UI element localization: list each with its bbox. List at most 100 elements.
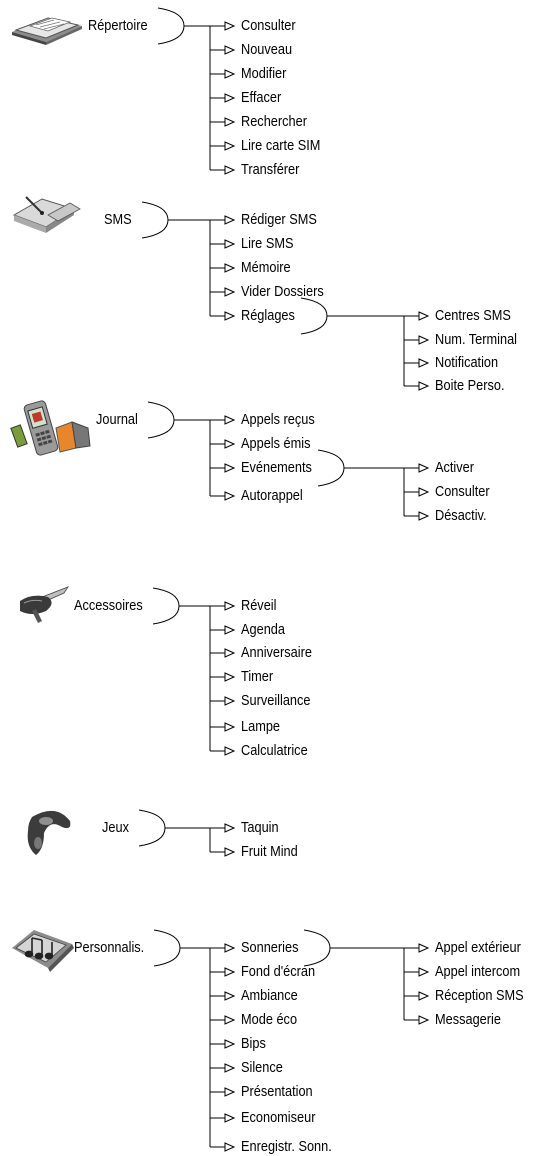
mobile-phone-icon	[10, 400, 91, 456]
menu-item: Calculatrice	[241, 743, 308, 759]
menu-item: Réveil	[241, 598, 277, 614]
branch-arrow	[418, 463, 430, 473]
phonebook-icon	[12, 17, 82, 45]
submenu-bracket	[317, 449, 345, 487]
submenu-item: Messagerie	[435, 1012, 501, 1028]
branch-arrow	[418, 967, 430, 977]
menu-item: Silence	[241, 1060, 283, 1076]
menu-item: Bips	[241, 1036, 266, 1052]
section-title: Accessoires	[74, 598, 143, 614]
branch-arrow	[418, 335, 430, 345]
branch-arrow	[418, 487, 430, 497]
branch-arrow	[224, 943, 236, 953]
menu-item: Mémoire	[241, 260, 291, 276]
branch-arrow	[224, 1063, 236, 1073]
branch-arrow	[224, 722, 236, 732]
section-bracket	[153, 929, 181, 967]
game-controller-icon	[27, 810, 71, 855]
menu-item: Consulter	[241, 18, 296, 34]
branch-arrow	[418, 943, 430, 953]
branch-arrow	[224, 1087, 236, 1097]
menu-item: Surveillance	[241, 693, 311, 709]
menu-item: Economiseur	[241, 1110, 316, 1126]
branch-arrow	[224, 847, 236, 857]
menu-item: Fruit Mind	[241, 844, 298, 860]
menu-item: Effacer	[241, 90, 282, 106]
submenu-item: Réception SMS	[435, 988, 524, 1004]
branch-arrow	[224, 93, 236, 103]
submenu-item: Activer	[435, 460, 475, 476]
submenu-item: Notification	[435, 355, 499, 371]
branch-arrow	[224, 625, 236, 635]
menu-item: Rédiger SMS	[241, 212, 317, 228]
music-notes-icon	[12, 930, 74, 972]
section-bracket	[157, 7, 185, 45]
branch-arrow	[224, 165, 236, 175]
branch-arrow	[224, 239, 236, 249]
menu-item: Rechercher	[241, 114, 307, 130]
envelope-icon	[12, 196, 81, 233]
branch-arrow	[224, 991, 236, 1001]
branch-arrow	[224, 463, 236, 473]
branch-arrow	[418, 1015, 430, 1025]
menu-item: Modifier	[241, 66, 287, 82]
submenu-item: Consulter	[435, 484, 490, 500]
branch-arrow	[224, 263, 236, 273]
menu-item: Transférer	[241, 162, 300, 178]
menu-item: Mode éco	[241, 1012, 298, 1028]
submenu-bracket	[300, 297, 328, 335]
branch-arrow	[224, 21, 236, 31]
menu-item: Nouveau	[241, 42, 293, 58]
menu-item: Sonneries	[241, 940, 299, 956]
pocket-knife-icon	[20, 586, 70, 623]
branch-arrow	[418, 991, 430, 1001]
submenu-bracket	[303, 929, 331, 967]
menu-item: Agenda	[241, 622, 285, 638]
section-title: Personnalis.	[74, 940, 145, 956]
menu-item: Autorappel	[241, 488, 303, 504]
submenu-item: Appel extérieur	[435, 940, 521, 956]
menu-item: Evénements	[241, 460, 312, 476]
branch-arrow	[224, 215, 236, 225]
menu-item: Anniversaire	[241, 645, 312, 661]
branch-arrow	[224, 141, 236, 151]
menu-item: Réglages	[241, 308, 295, 324]
section-title: Jeux	[102, 820, 129, 836]
branch-arrow	[418, 311, 430, 321]
menu-item: Ambiance	[241, 988, 298, 1004]
submenu-item: Centres SMS	[435, 308, 511, 324]
branch-arrow	[224, 967, 236, 977]
submenu-item: Num. Terminal	[435, 332, 518, 348]
branch-arrow	[224, 287, 236, 297]
section-title: Journal	[96, 412, 138, 428]
branch-arrow	[224, 696, 236, 706]
section-title: SMS	[104, 212, 132, 228]
branch-arrow	[224, 1039, 236, 1049]
menu-item: Présentation	[241, 1084, 313, 1100]
branch-arrow	[224, 311, 236, 321]
branch-arrow	[224, 823, 236, 833]
section-bracket	[138, 809, 166, 847]
menu-item: Appels reçus	[241, 412, 315, 428]
branch-arrow	[224, 1113, 236, 1123]
menu-item: Taquin	[241, 820, 279, 836]
menu-item: Appels émis	[241, 436, 311, 452]
section-title: Répertoire	[88, 18, 148, 34]
submenu-item: Appel intercom	[435, 964, 521, 980]
menu-item: Vider Dossiers	[241, 284, 324, 300]
submenu-item: Désactiv.	[435, 508, 487, 524]
section-bracket	[141, 201, 169, 239]
branch-arrow	[224, 648, 236, 658]
menu-item: Lampe	[241, 719, 281, 735]
branch-arrow	[224, 1142, 236, 1152]
submenu-item: Boite Perso.	[435, 378, 505, 394]
branch-arrow	[224, 746, 236, 756]
branch-arrow	[418, 511, 430, 521]
branch-arrow	[224, 69, 236, 79]
menu-item: Timer	[241, 669, 274, 685]
menu-item: Fond d'écran	[241, 964, 316, 980]
branch-arrow	[224, 415, 236, 425]
section-bracket	[152, 587, 180, 625]
branch-arrow	[224, 45, 236, 55]
